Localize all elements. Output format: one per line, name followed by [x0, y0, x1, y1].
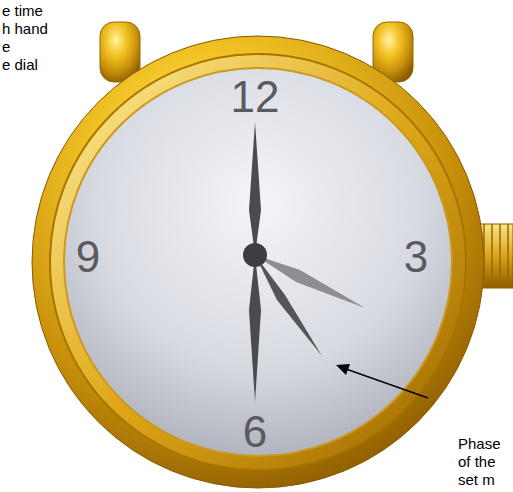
callout-text: Phase — [458, 436, 501, 451]
callout-text: set m — [458, 472, 495, 487]
clock-face — [64, 68, 452, 456]
callout-text: e — [2, 39, 10, 54]
clock-hands — [243, 122, 365, 402]
leader-arrow — [336, 364, 428, 398]
dial-number: 6 — [243, 410, 267, 454]
dial-number: 12 — [231, 75, 280, 119]
callout-text: e dial — [2, 57, 38, 72]
callout-text: e time — [2, 3, 43, 18]
clock-ring — [50, 54, 466, 470]
dial-number: 9 — [76, 235, 100, 279]
callout-text: h hand — [2, 21, 48, 36]
dial-number: 3 — [404, 235, 428, 279]
callout-text: of the — [458, 454, 496, 469]
clock-bezel — [32, 36, 484, 488]
